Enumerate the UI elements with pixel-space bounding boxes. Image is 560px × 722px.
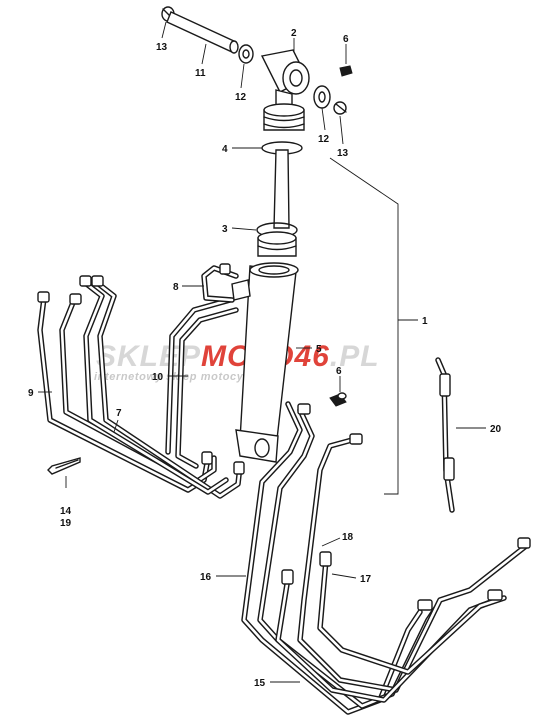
cylinder-body-5 [231, 262, 299, 463]
callout-12-right: 12 [318, 134, 330, 145]
bushing-12-left [238, 44, 254, 64]
piston-rod [273, 149, 290, 229]
snap-ring-13-right [333, 101, 347, 115]
callout-10: 10 [152, 372, 164, 383]
callout-11: 11 [195, 68, 206, 79]
piston-rod-assembly [256, 103, 305, 257]
pivot-assembly [161, 6, 353, 115]
callout-8: 8 [173, 282, 179, 293]
callout-18: 18 [342, 532, 354, 543]
watermark-brand-part-a: SKLEP [96, 340, 201, 373]
callout-16: 16 [200, 572, 212, 583]
pivot-shaft-11 [166, 11, 237, 53]
pipe-bundle-left [37, 263, 245, 499]
grease-nipple-6-top [339, 65, 353, 77]
leader-lines [38, 21, 486, 683]
callout-2: 2 [291, 28, 297, 39]
bushing-12-right [313, 85, 331, 109]
callout-9: 9 [28, 388, 34, 399]
assembly-bracket-1 [329, 157, 399, 495]
callout-17: 17 [360, 574, 372, 585]
brake-hose-20 [435, 357, 455, 513]
callout-5: 5 [316, 344, 322, 355]
callout-13-right: 13 [337, 148, 349, 159]
callout-6-top: 6 [343, 34, 349, 45]
callout-20: 20 [490, 424, 502, 435]
watermark-brand-part-d: .PL [330, 340, 380, 373]
callout-6-lower: 6 [336, 366, 342, 377]
grease-nipple-6-lower [329, 392, 347, 407]
callout-15: 15 [254, 678, 266, 689]
callout-4: 4 [222, 144, 228, 155]
callout-7: 7 [116, 408, 122, 419]
callout-14: 14 [60, 506, 72, 517]
callout-19: 19 [60, 518, 72, 529]
callout-3: 3 [222, 224, 228, 235]
callout-numbers: 2 6 13 11 12 12 13 4 3 8 1 5 10 9 6 7 20… [28, 28, 502, 689]
callout-1: 1 [422, 316, 428, 327]
pipe-bundle-right [241, 401, 531, 715]
watermark-tagline: internetowy sklep motocyklowy [94, 371, 277, 383]
watermark-brand-part-c: 46 [293, 340, 329, 373]
callout-12-left: 12 [235, 92, 247, 103]
bolt-14 [47, 457, 81, 475]
callout-13-left: 13 [156, 42, 168, 53]
